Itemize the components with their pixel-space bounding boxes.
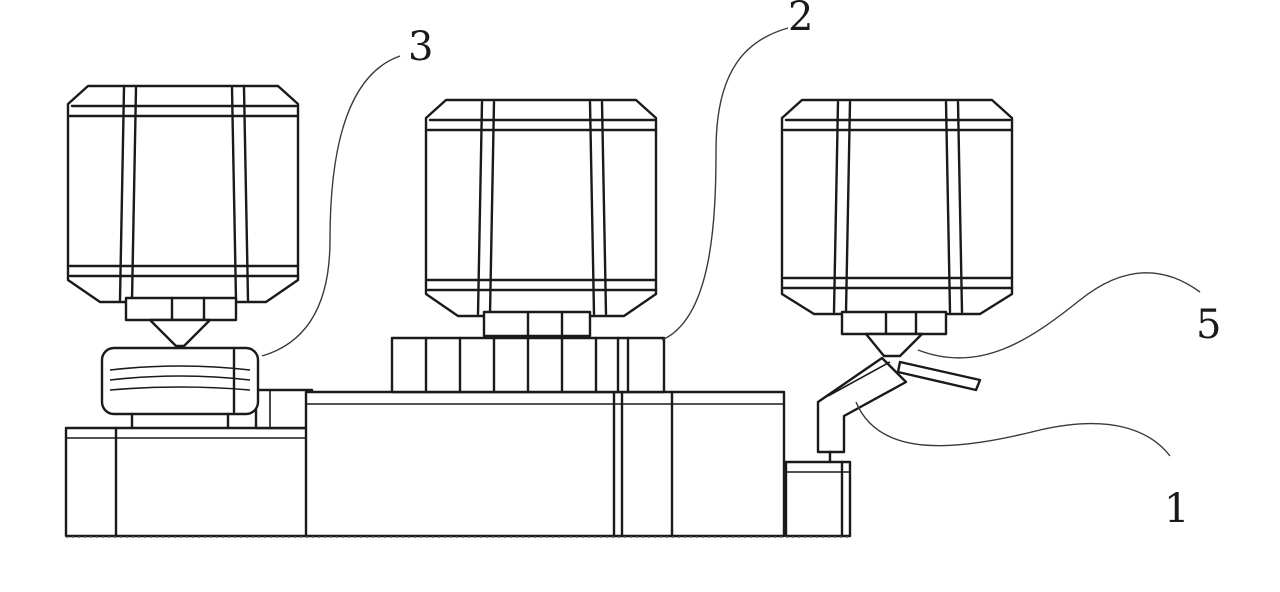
connector-block-left <box>254 388 314 430</box>
label-3: 3 <box>408 24 433 70</box>
label-1: 1 <box>1164 486 1189 532</box>
label-5: 5 <box>1196 302 1221 348</box>
base-block-center <box>304 390 786 538</box>
hopper-left <box>66 84 300 348</box>
leader-1 <box>855 401 1171 457</box>
leader-2 <box>661 27 789 341</box>
chute-right <box>816 356 982 464</box>
hopper-center <box>424 98 658 338</box>
base-block-right <box>784 460 852 538</box>
leader-5 <box>917 272 1201 359</box>
base-block-left <box>64 426 310 538</box>
label-2: 2 <box>788 0 813 40</box>
hopper-right <box>780 98 1014 358</box>
leader-3 <box>261 55 401 357</box>
tray-center <box>390 336 666 394</box>
roller-left <box>100 346 260 430</box>
